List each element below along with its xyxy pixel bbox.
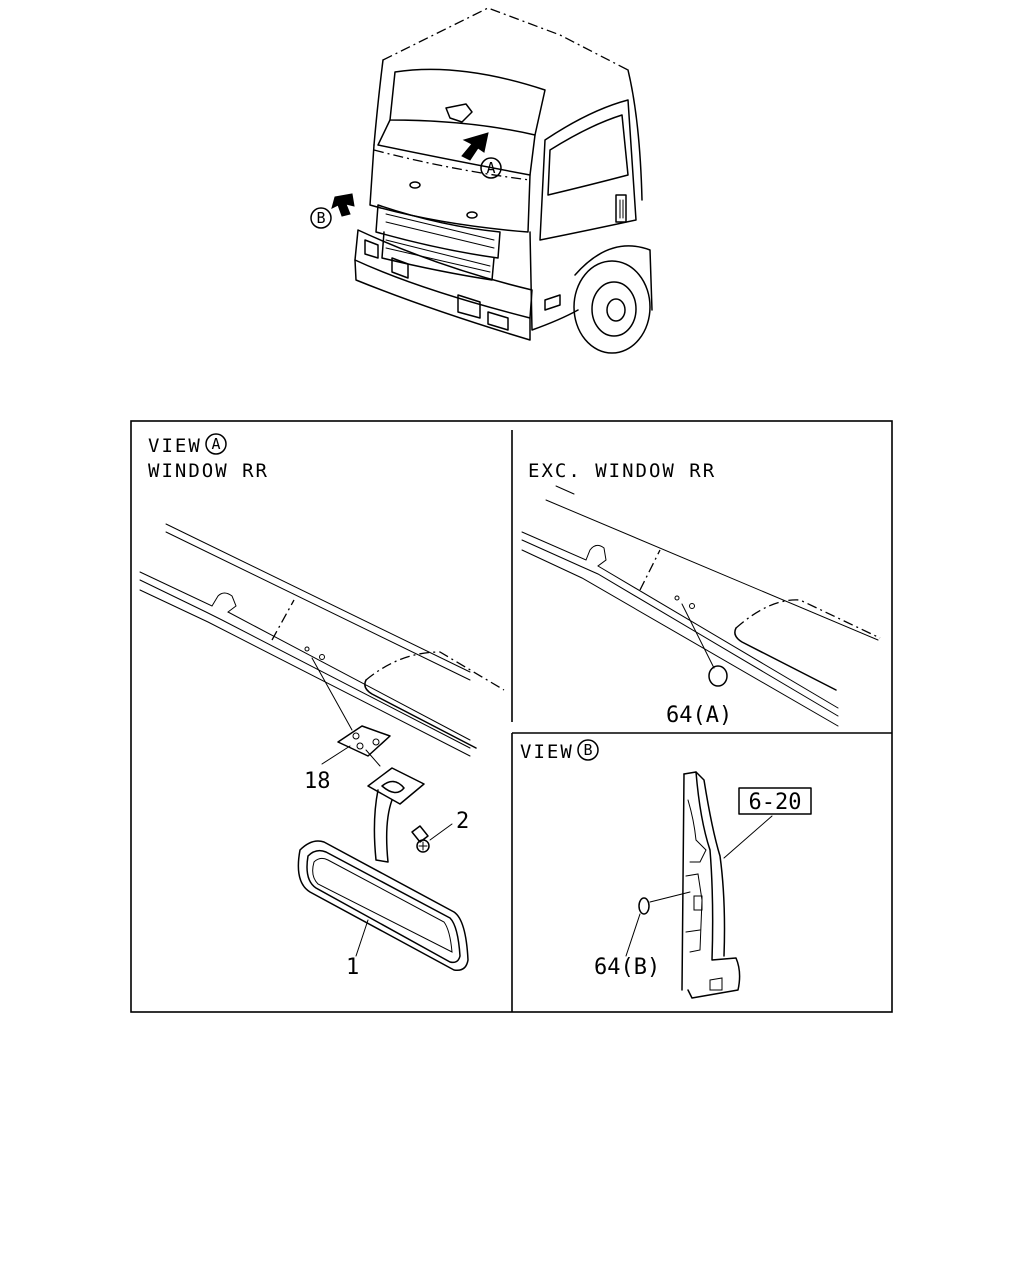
view-b-marker: B: [583, 741, 592, 759]
exc-window-title: EXC. WINDOW RR: [528, 460, 716, 482]
callout-plug-b: 64(B): [594, 955, 660, 980]
callout-screw: 2: [456, 809, 469, 834]
view-a-arrow-icon: [461, 132, 489, 161]
view-a-panel: VIEW A WINDOW RR 18: [139, 433, 505, 980]
exc-window-panel: EXC. WINDOW RR 64(A): [521, 460, 881, 728]
callout-plug-a: 64(A): [666, 703, 732, 728]
view-a-title: VIEW: [148, 435, 202, 457]
truck-marker-a: A: [480, 157, 502, 179]
callout-bracket: 18: [304, 769, 331, 794]
view-a-marker: A: [211, 435, 220, 453]
svg-text:B: B: [316, 209, 325, 227]
truck-cab-illustration: [354, 7, 653, 354]
callout-mirror: 1: [346, 955, 359, 980]
view-b-title: VIEW: [520, 741, 574, 763]
svg-text:A: A: [486, 159, 495, 177]
view-b-panel: VIEW B 6-20 64(B): [520, 739, 812, 999]
truck-marker-b: B: [310, 207, 332, 229]
view-b-arrow-icon: [331, 193, 355, 217]
reference-box: 6-20: [749, 790, 802, 815]
view-a-subtitle: WINDOW RR: [148, 460, 269, 482]
